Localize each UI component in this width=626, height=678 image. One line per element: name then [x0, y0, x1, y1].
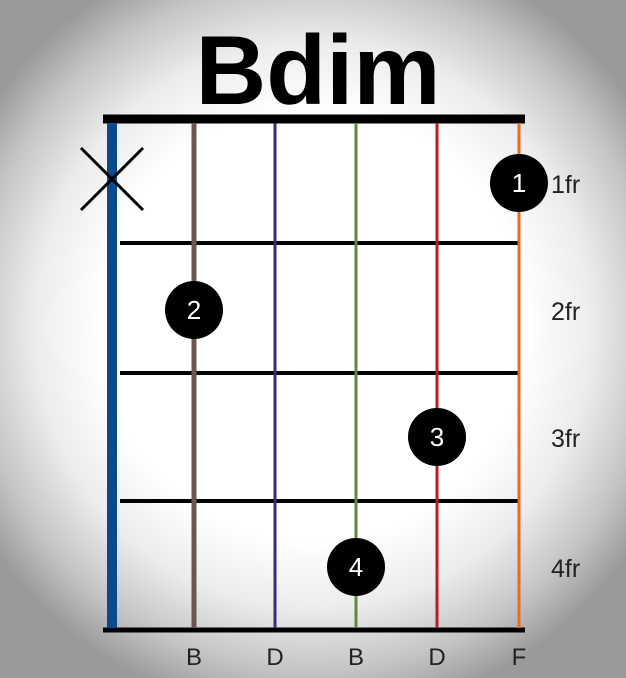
- finger-dot: 1: [490, 154, 548, 212]
- string-note-label: F: [512, 644, 527, 671]
- strings: [107, 123, 521, 628]
- finger-dots: 1 2 3 4: [165, 154, 548, 596]
- string-note-label: D: [428, 644, 445, 671]
- finger-number: 4: [349, 552, 363, 582]
- finger-dot: 3: [408, 408, 466, 466]
- string-note-label: B: [348, 644, 364, 671]
- fretboard-grid: [103, 114, 525, 633]
- finger-number: 1: [512, 168, 526, 198]
- finger-dot-circle: [165, 281, 223, 339]
- fret-label: 4fr: [551, 555, 580, 583]
- chord-title: Bdim: [196, 15, 441, 125]
- fret-label: 1fr: [551, 171, 580, 199]
- finger-dot: 4: [327, 538, 385, 596]
- fret-labels: 1fr 2fr 3fr 4fr: [551, 171, 580, 583]
- string-note-label: D: [266, 644, 283, 671]
- finger-dot-circle: [408, 408, 466, 466]
- string-note-label: B: [186, 644, 202, 671]
- finger-number: 3: [430, 422, 444, 452]
- finger-dot: 2: [165, 281, 223, 339]
- finger-dot-circle: [327, 538, 385, 596]
- muted-markers: [79, 146, 145, 212]
- mute-x-icon: [79, 146, 145, 212]
- fret-label: 2fr: [551, 298, 580, 326]
- finger-dot-circle: [490, 154, 548, 212]
- fret-label: 3fr: [551, 425, 580, 453]
- finger-number: 2: [187, 295, 201, 325]
